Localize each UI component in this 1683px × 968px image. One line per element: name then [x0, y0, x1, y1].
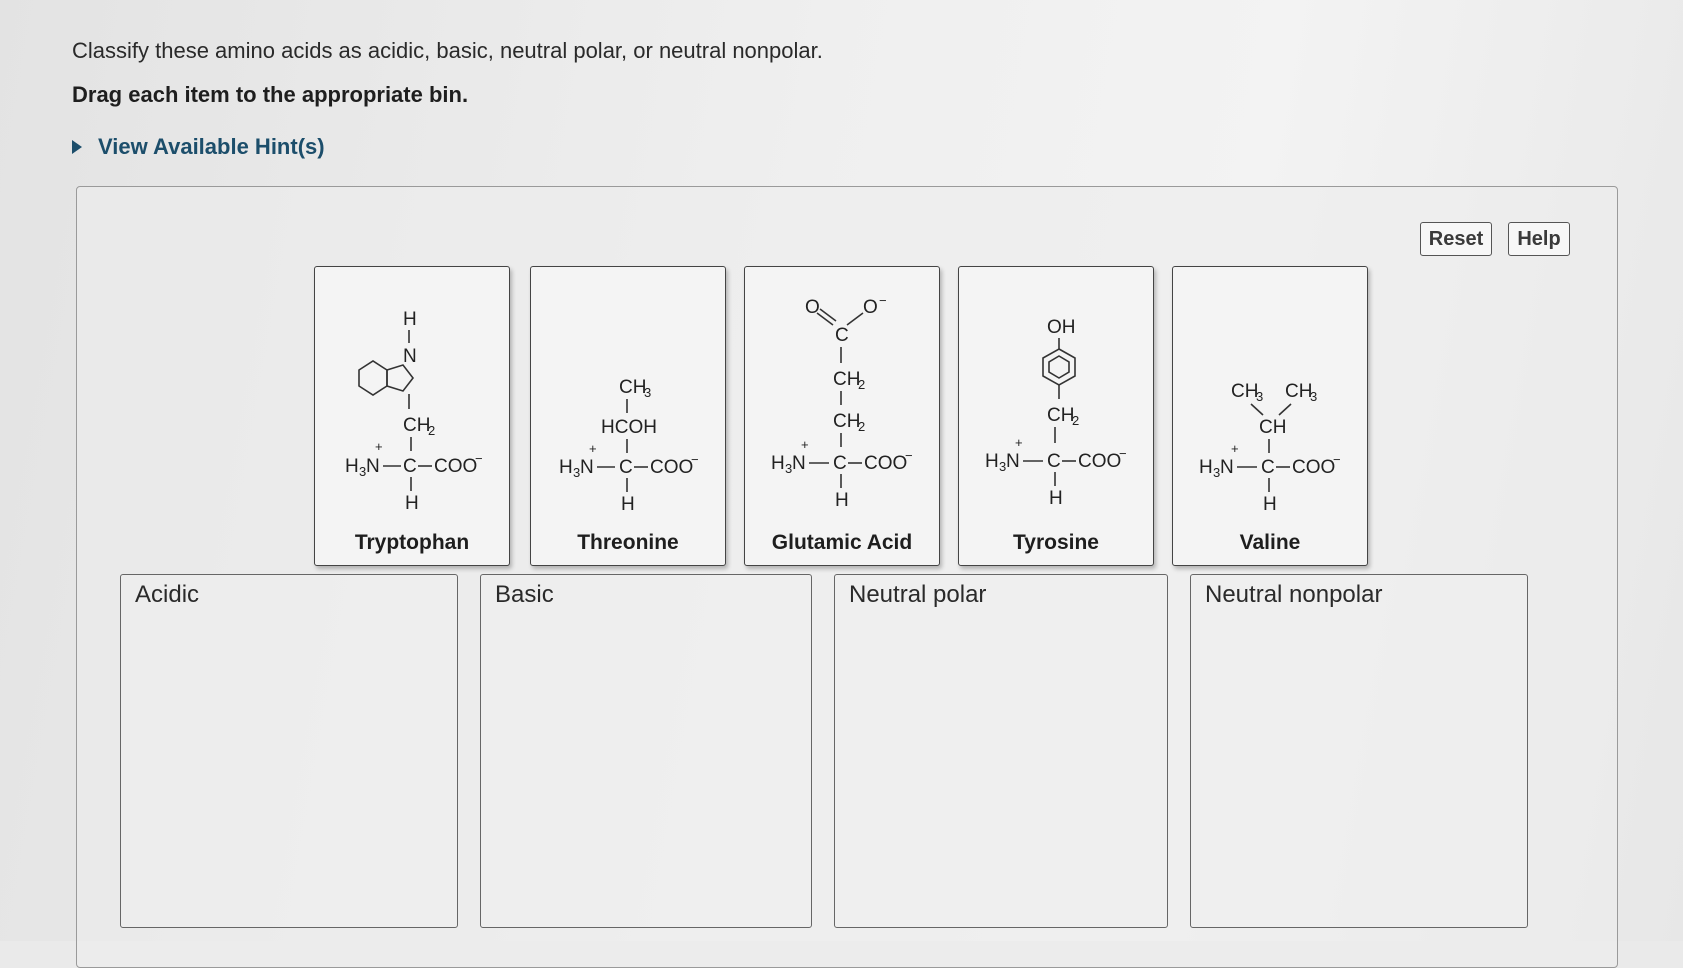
svg-text:CH: CH [1047, 405, 1074, 426]
svg-text:HCOH: HCOH [601, 417, 657, 438]
svg-text:3: 3 [1256, 389, 1263, 404]
svg-text:C: C [619, 457, 633, 478]
svg-text:3: 3 [999, 459, 1006, 474]
svg-text:N: N [792, 453, 806, 474]
svg-text:+: + [589, 441, 597, 456]
svg-text:H: H [1199, 457, 1213, 478]
svg-text:C: C [833, 453, 847, 474]
svg-text:C: C [403, 456, 417, 477]
svg-text:COO: COO [434, 456, 477, 477]
svg-text:CH: CH [1259, 417, 1286, 438]
svg-text:3: 3 [1310, 389, 1317, 404]
bin-label: Neutral polar [849, 581, 987, 608]
svg-text:3: 3 [359, 464, 366, 479]
reset-button[interactable]: Reset [1420, 222, 1492, 256]
bin-neutral-polar[interactable]: Neutral polar [834, 574, 1168, 928]
bin-acidic[interactable]: Acidic [120, 574, 458, 928]
view-hints-link[interactable]: View Available Hint(s) [72, 134, 325, 160]
svg-text:COO: COO [1292, 457, 1335, 478]
svg-text:N: N [1220, 457, 1234, 478]
svg-text:−: − [1333, 452, 1341, 467]
svg-text:COO: COO [650, 457, 693, 478]
card-label: Glutamic Acid [771, 531, 913, 554]
svg-text:3: 3 [644, 385, 651, 400]
svg-text:H: H [771, 453, 785, 474]
svg-text:O: O [863, 297, 878, 318]
svg-text:2: 2 [858, 419, 865, 434]
svg-text:2: 2 [858, 377, 865, 392]
svg-text:+: + [1015, 435, 1023, 450]
svg-text:H: H [835, 490, 849, 511]
svg-text:COO: COO [864, 453, 907, 474]
svg-text:2: 2 [428, 423, 435, 438]
svg-text:2: 2 [1072, 413, 1079, 428]
svg-text:+: + [801, 437, 809, 452]
svg-text:H: H [405, 493, 419, 514]
bin-label: Acidic [135, 581, 200, 608]
bin-neutral-nonpolar[interactable]: Neutral nonpolar [1190, 574, 1528, 928]
svg-text:+: + [375, 439, 383, 454]
instruction-drag-text: Drag each item to the appropriate bin. [72, 82, 469, 107]
svg-text:3: 3 [1213, 465, 1220, 480]
svg-text:3: 3 [573, 465, 580, 480]
expand-triangle-icon [72, 140, 82, 154]
svg-text:C: C [1047, 451, 1061, 472]
svg-text:−: − [691, 452, 699, 467]
view-hints-label: View Available Hint(s) [98, 134, 325, 159]
bin-label: Basic [495, 581, 554, 608]
svg-text:N: N [366, 456, 380, 477]
card-label: Tryptophan [354, 531, 470, 554]
svg-text:−: − [905, 448, 913, 463]
svg-text:CH: CH [833, 411, 860, 432]
svg-text:O: O [805, 297, 820, 318]
svg-text:−: − [1119, 446, 1127, 461]
bin-label: Neutral nonpolar [1205, 581, 1383, 608]
svg-text:H: H [621, 494, 635, 515]
svg-text:H: H [559, 457, 573, 478]
svg-text:+: + [1231, 441, 1239, 456]
bin-basic[interactable]: Basic [480, 574, 812, 928]
card-label: Threonine [577, 531, 679, 554]
svg-text:−: − [475, 451, 483, 466]
svg-text:CH: CH [1231, 381, 1258, 402]
svg-text:N: N [580, 457, 594, 478]
card-label: Valine [1239, 531, 1301, 554]
svg-text:3: 3 [785, 461, 792, 476]
svg-text:CH: CH [619, 377, 646, 398]
svg-text:COO: COO [1078, 451, 1121, 472]
svg-text:H: H [985, 451, 999, 472]
help-button[interactable]: Help [1508, 222, 1570, 256]
svg-text:N: N [403, 346, 417, 367]
svg-text:H: H [403, 309, 417, 330]
svg-text:CH: CH [1285, 381, 1312, 402]
svg-text:−: − [879, 293, 887, 308]
svg-text:CH: CH [403, 415, 430, 436]
svg-text:C: C [1261, 457, 1275, 478]
svg-text:H: H [345, 456, 359, 477]
svg-text:N: N [1006, 451, 1020, 472]
instruction-text: Classify these amino acids as acidic, ba… [72, 38, 823, 63]
svg-text:H: H [1049, 488, 1063, 509]
svg-text:OH: OH [1047, 317, 1076, 338]
card-label: Tyrosine [1013, 531, 1099, 554]
svg-text:C: C [835, 325, 849, 346]
svg-text:CH: CH [833, 369, 860, 390]
svg-text:H: H [1263, 494, 1277, 515]
